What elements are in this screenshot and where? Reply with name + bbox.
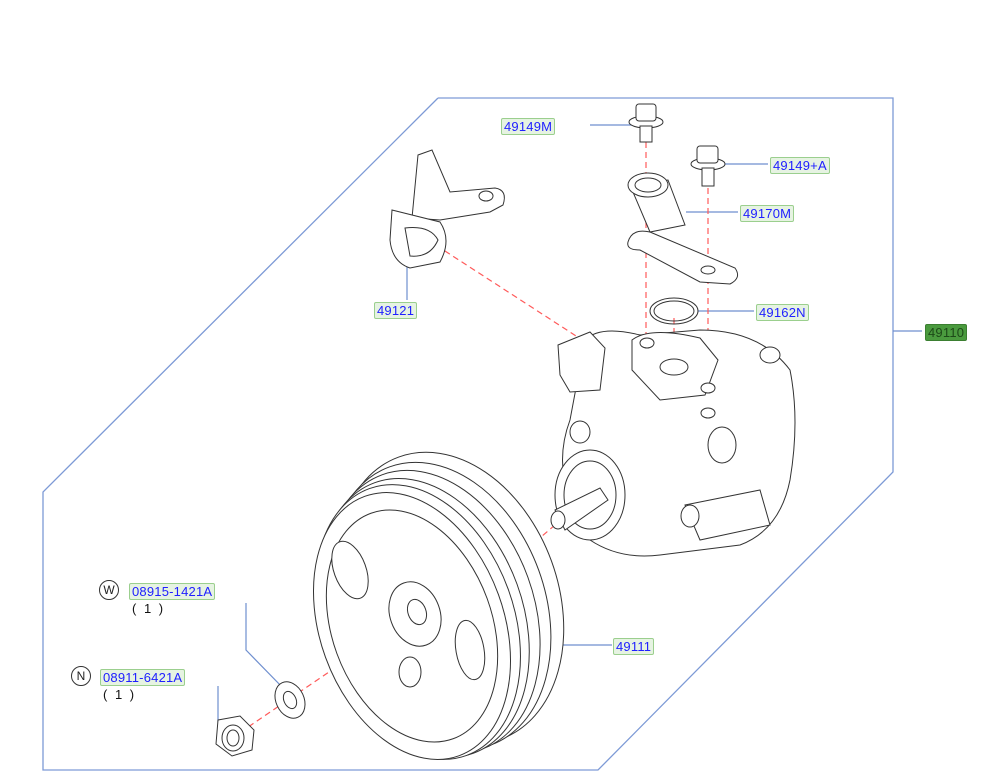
washer-08915 — [274, 681, 306, 719]
label-49121[interactable]: 49121 — [374, 302, 418, 319]
label-49162n[interactable]: 49162N — [756, 304, 809, 321]
nut-marker: N — [71, 666, 91, 686]
bolt-49149m — [628, 103, 664, 143]
label-49110[interactable]: 49110 — [925, 324, 968, 341]
label-49170m[interactable]: 49170M — [740, 205, 795, 222]
label-08911-6421a[interactable]: 08911-6421A — [100, 669, 186, 686]
nut-08911 — [215, 715, 255, 757]
assembly-frame — [42, 97, 894, 771]
label-49149a[interactable]: 49149+A — [770, 157, 830, 174]
washer-marker: W — [99, 580, 119, 600]
connector-49170m — [627, 172, 739, 285]
oring-49162n — [649, 297, 699, 325]
label-49111[interactable]: 49111 — [613, 638, 655, 655]
nut-quantity: ( 1 ) — [103, 687, 137, 702]
label-49149m[interactable]: 49149M — [501, 118, 556, 135]
washer-quantity: ( 1 ) — [132, 601, 166, 616]
label-08915-1421a[interactable]: 08915-1421A — [129, 583, 216, 600]
pump-body-49110 — [550, 329, 796, 557]
pulley-49111 — [313, 451, 565, 760]
bolt-49149a — [690, 145, 726, 187]
bracket-49121 — [389, 149, 505, 269]
